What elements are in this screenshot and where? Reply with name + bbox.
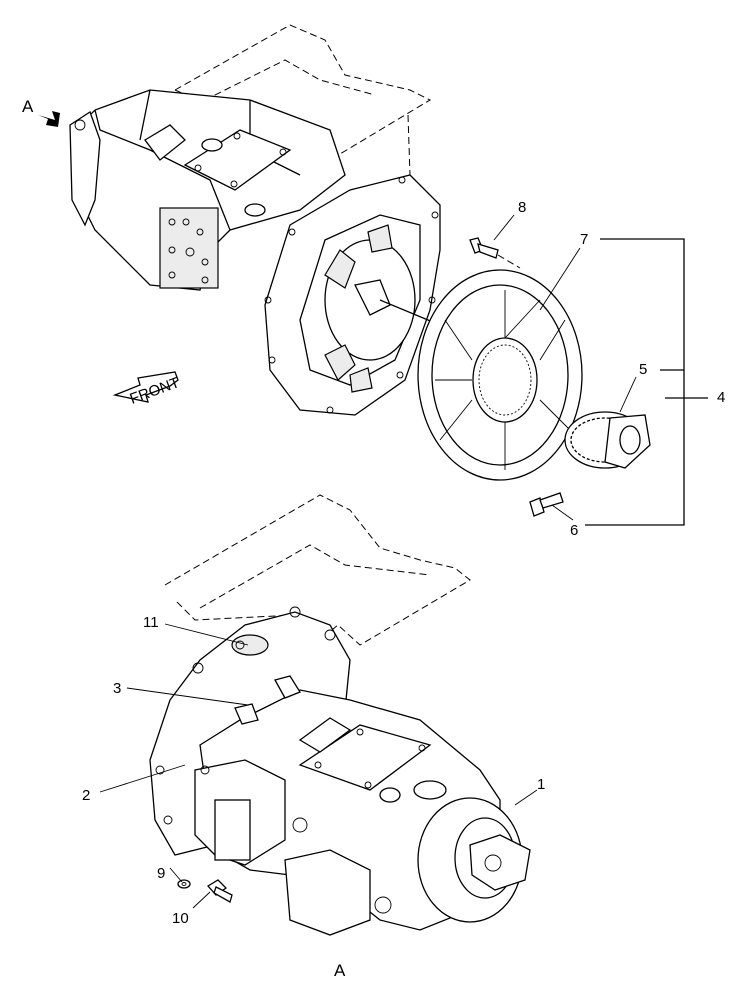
bolt-8 xyxy=(469,237,521,269)
leader-lines xyxy=(99,214,637,909)
callout-3: 3 xyxy=(113,680,121,697)
view-caption: A xyxy=(334,961,346,980)
bolt-10 xyxy=(206,879,233,903)
drive-gear xyxy=(564,411,651,469)
top-pump-assembly xyxy=(38,24,441,416)
callout-10: 10 xyxy=(172,910,189,927)
callout-9: 9 xyxy=(157,865,165,882)
callout-8: 8 xyxy=(518,199,526,216)
callout-1: 1 xyxy=(537,776,545,793)
view-a-marker: A xyxy=(22,97,34,116)
coupling-ring xyxy=(417,269,583,481)
callout-6: 6 xyxy=(570,522,578,539)
screw-6 xyxy=(529,492,564,517)
callout-11: 11 xyxy=(143,614,159,631)
callout-4: 4 xyxy=(717,389,725,406)
bottom-pump-assembly xyxy=(149,494,531,936)
callout-7: 7 xyxy=(580,231,588,248)
callout-5: 5 xyxy=(639,361,647,378)
bracket-4 xyxy=(585,238,708,526)
callout-2: 2 xyxy=(82,787,90,804)
washer-9 xyxy=(177,879,191,889)
